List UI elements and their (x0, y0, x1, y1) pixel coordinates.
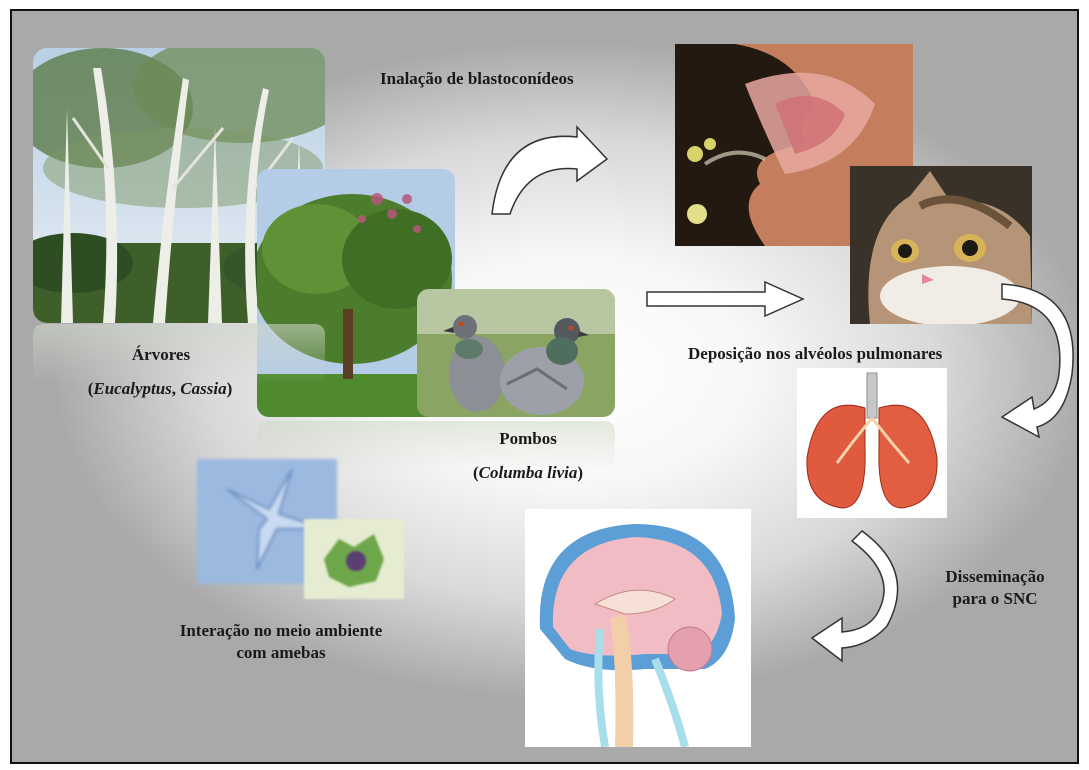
pigeons-photo (417, 289, 615, 417)
trees-close-paren: ) (227, 379, 233, 398)
pigeons-close-paren: ) (577, 463, 583, 482)
pigeons-species-line: (Columba livia) (448, 463, 608, 483)
inhalation-label: Inalação de blastoconídeos (380, 69, 574, 89)
pigeons-species: Columba livia (479, 463, 578, 482)
inhalation-curved-arrow (482, 119, 642, 219)
interaction-label-line2: com amebas (146, 643, 416, 663)
cat-to-lungs-curved-arrow (997, 279, 1079, 439)
trees-species-line: (Eucalyptus, Cassia) (60, 379, 260, 399)
dissemination-label-line1: Disseminação (930, 567, 1060, 587)
diagram-frame: Inalação de blastoconídeos Árvores (Euca… (10, 9, 1079, 764)
deposition-label: Deposição nos alvéolos pulmonares (688, 344, 942, 364)
trees-genus-eucalyptus: Eucalyptus (93, 379, 171, 398)
lungs-illustration (797, 368, 947, 518)
trees-title: Árvores (116, 345, 206, 365)
amoeba-yeast-micrograph (304, 519, 404, 599)
interaction-label-line1: Interação no meio ambiente (146, 621, 416, 641)
trees-genus-cassia: Cassia (180, 379, 226, 398)
pigeons-title: Pombos (478, 429, 578, 449)
brain-sagittal-illustration (525, 509, 751, 747)
lungs-to-brain-curved-arrow (807, 526, 917, 666)
deposition-straight-arrow (645, 279, 810, 319)
dissemination-label-line2: para o SNC (930, 589, 1060, 609)
